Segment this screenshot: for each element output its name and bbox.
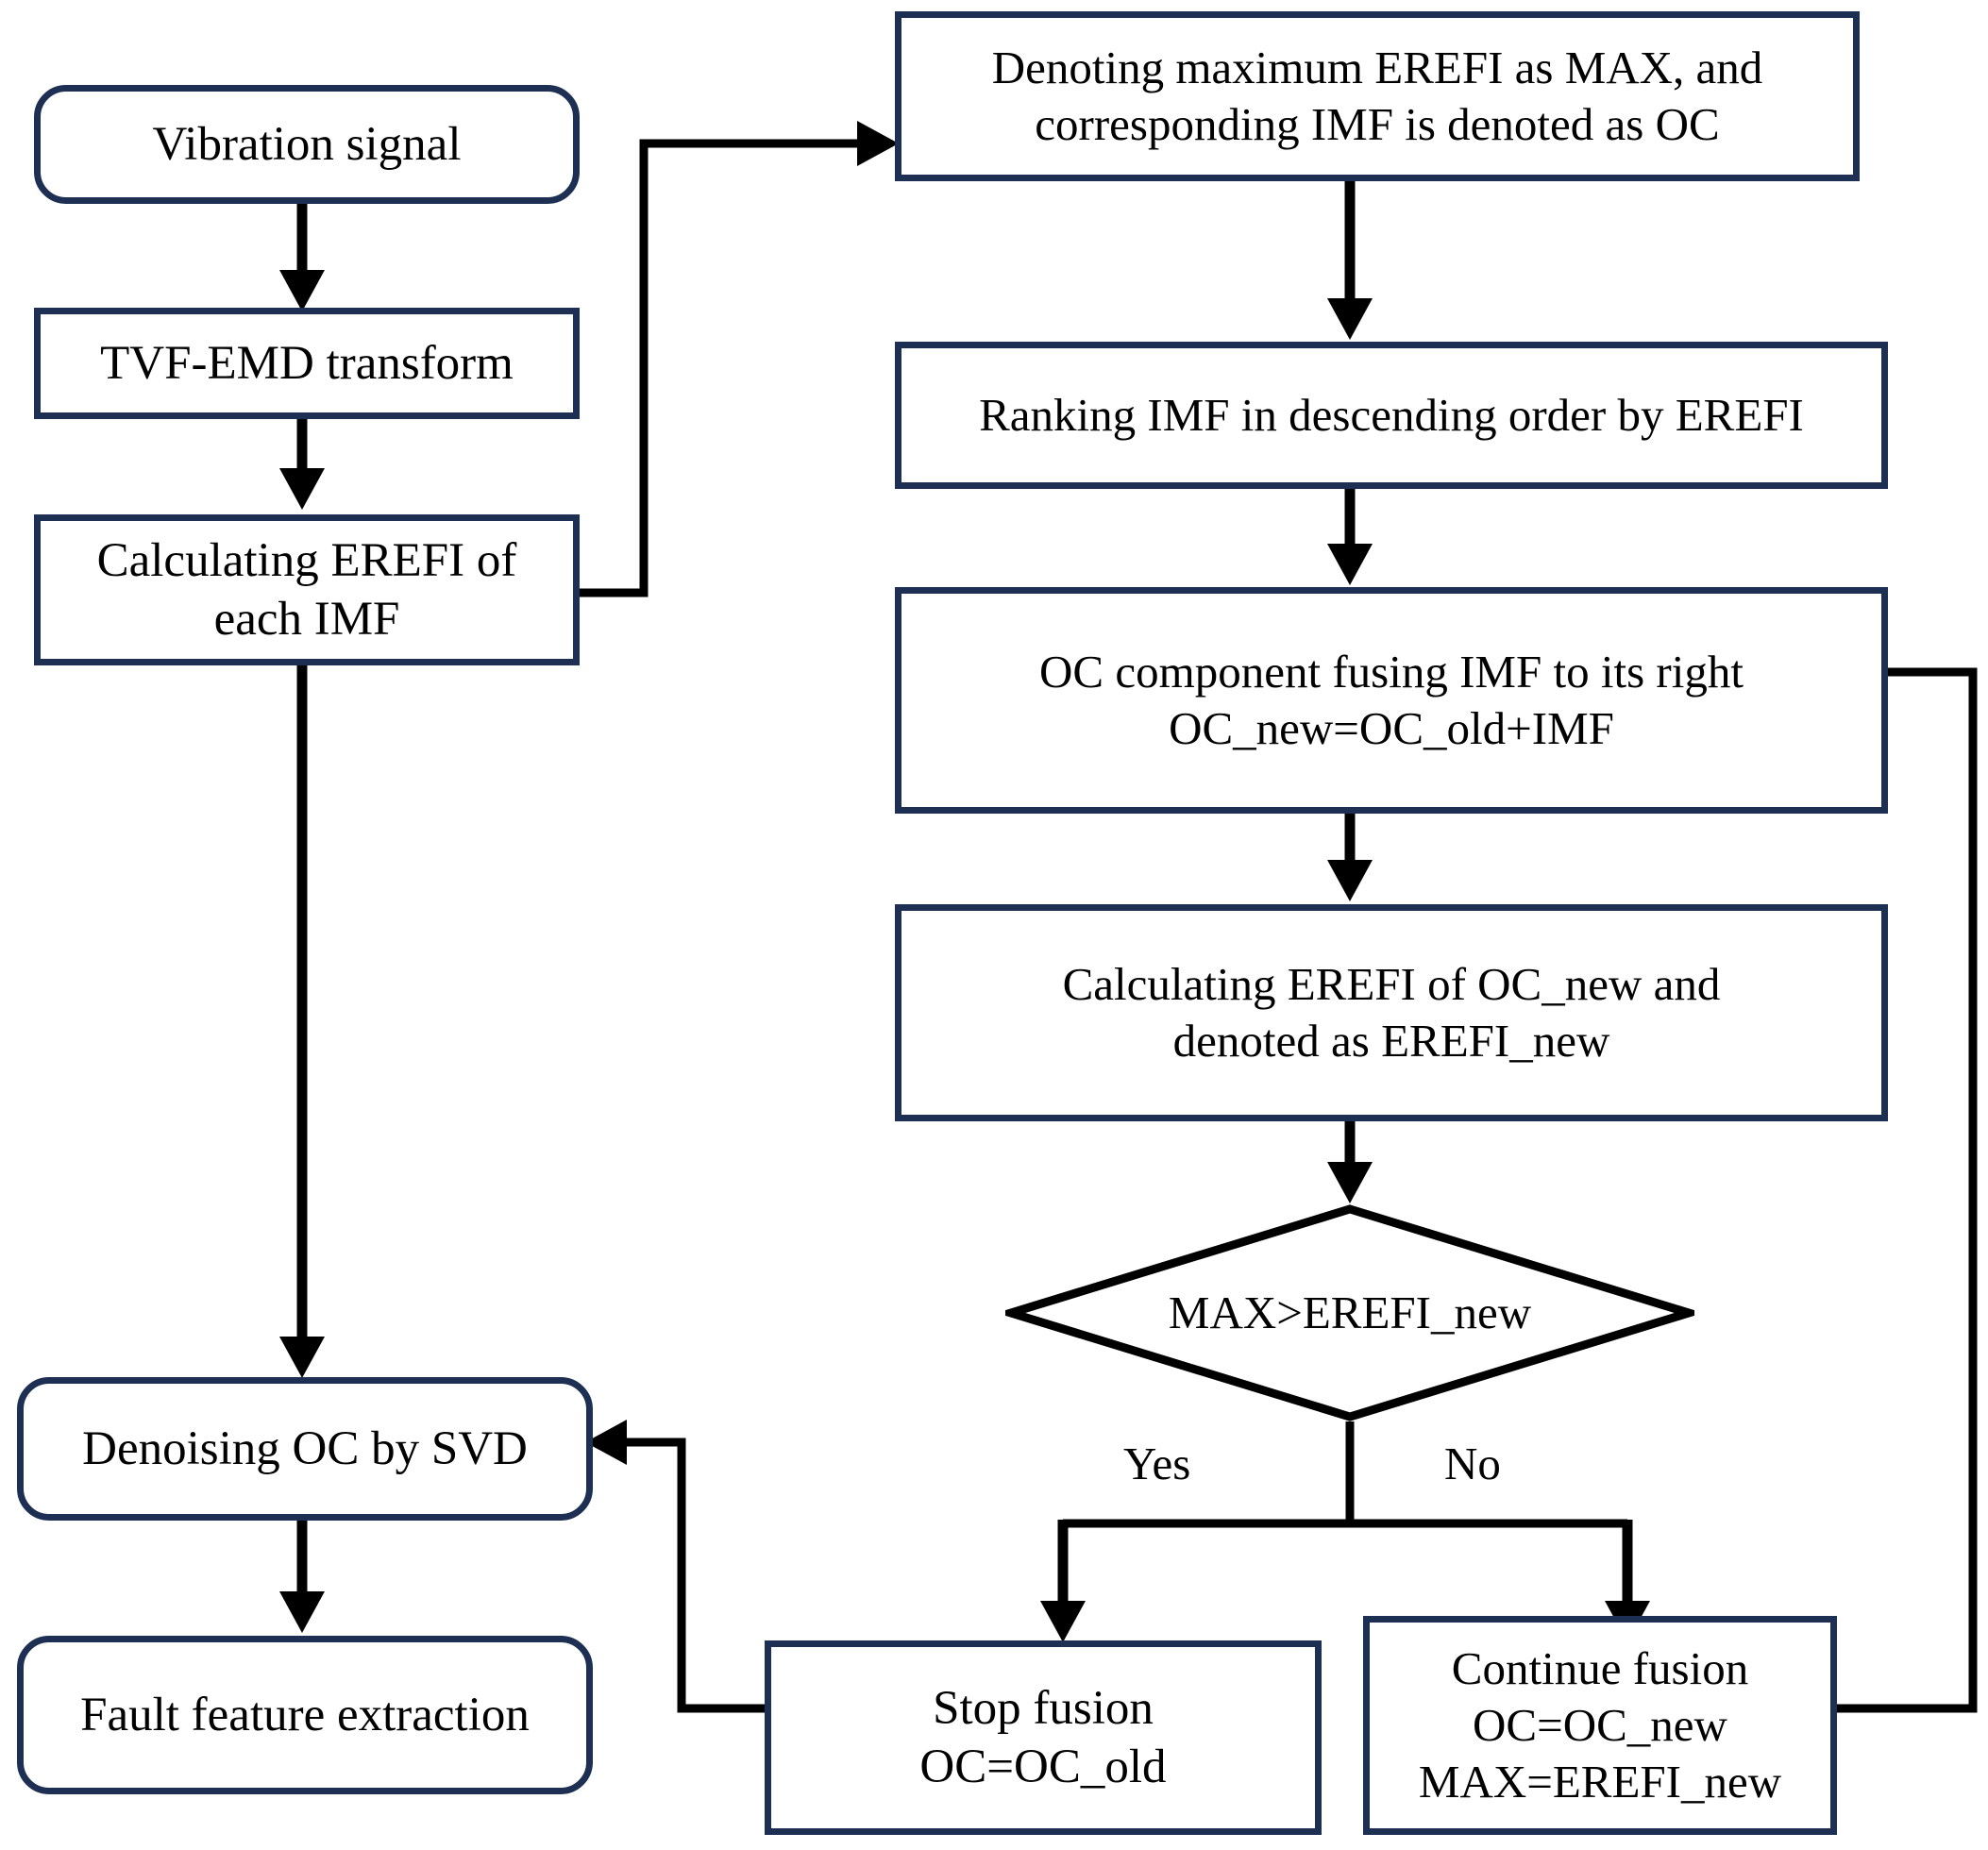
edge-tvfemd-to-calcerefi bbox=[279, 415, 325, 510]
node-label: Vibration signal bbox=[152, 117, 462, 171]
node-denoting-max-erefi[interactable]: Denoting maximum EREFI as MAX, and corre… bbox=[895, 11, 1860, 181]
node-ranking-imf[interactable]: Ranking IMF in descending order by EREFI bbox=[895, 342, 1888, 489]
edge-calcnew-to-decision bbox=[1327, 1118, 1373, 1203]
node-tvf-emd-transform[interactable]: TVF-EMD transform bbox=[34, 308, 580, 419]
node-stop-fusion[interactable]: Stop fusion OC=OC_old bbox=[765, 1640, 1322, 1835]
node-label: TVF-EMD transform bbox=[100, 336, 514, 390]
node-fault-feature-extraction[interactable]: Fault feature extraction bbox=[17, 1636, 593, 1794]
edge-denoising-to-fault bbox=[279, 1518, 325, 1633]
edge-stopfusion-to-denoising bbox=[585, 1420, 765, 1713]
edge-ocfusing-to-calcnew bbox=[1327, 812, 1373, 901]
no-label: No bbox=[1444, 1438, 1501, 1489]
edge-calcerefi-to-denoising bbox=[279, 661, 325, 1378]
node-calculating-erefi-new[interactable]: Calculating EREFI of OC_new and denoted … bbox=[895, 904, 1888, 1121]
diamond-outline bbox=[1005, 1203, 1694, 1422]
node-label: Calculating EREFI of each IMF bbox=[96, 533, 517, 646]
node-calculating-erefi-imf[interactable]: Calculating EREFI of each IMF bbox=[34, 514, 580, 665]
node-label: Denoising OC by SVD bbox=[82, 1421, 528, 1475]
node-oc-component-fusing[interactable]: OC component fusing IMF to its right OC_… bbox=[895, 587, 1888, 814]
edge-denoting-to-ranking bbox=[1327, 179, 1373, 340]
node-label: Calculating EREFI of OC_new and denoted … bbox=[1062, 958, 1721, 1067]
edge-ranking-to-ocfusing bbox=[1327, 486, 1373, 585]
node-label: Stop fusion OC=OC_old bbox=[919, 1681, 1167, 1793]
edge-vibration-to-tvfemd bbox=[279, 202, 325, 311]
node-vibration-signal[interactable]: Vibration signal bbox=[34, 85, 580, 204]
node-label: OC component fusing IMF to its right OC_… bbox=[1039, 646, 1744, 754]
node-label: Ranking IMF in descending order by EREFI bbox=[979, 389, 1804, 442]
node-decision-max-erefi[interactable]: MAX>EREFI_new bbox=[1005, 1203, 1694, 1422]
node-label: MAX>EREFI_new bbox=[1168, 1287, 1532, 1339]
node-continue-fusion[interactable]: Continue fusion OC=OC_new MAX=EREFI_new bbox=[1363, 1616, 1837, 1835]
node-denoising-oc-svd[interactable]: Denoising OC by SVD bbox=[17, 1377, 593, 1521]
node-label: Continue fusion OC=OC_new MAX=EREFI_new bbox=[1418, 1642, 1782, 1808]
yes-label: Yes bbox=[1123, 1438, 1191, 1489]
node-label: Fault feature extraction bbox=[80, 1688, 530, 1741]
edge-yes-to-stopfusion bbox=[1040, 1520, 1086, 1642]
node-label: Denoting maximum EREFI as MAX, and corre… bbox=[991, 42, 1763, 150]
